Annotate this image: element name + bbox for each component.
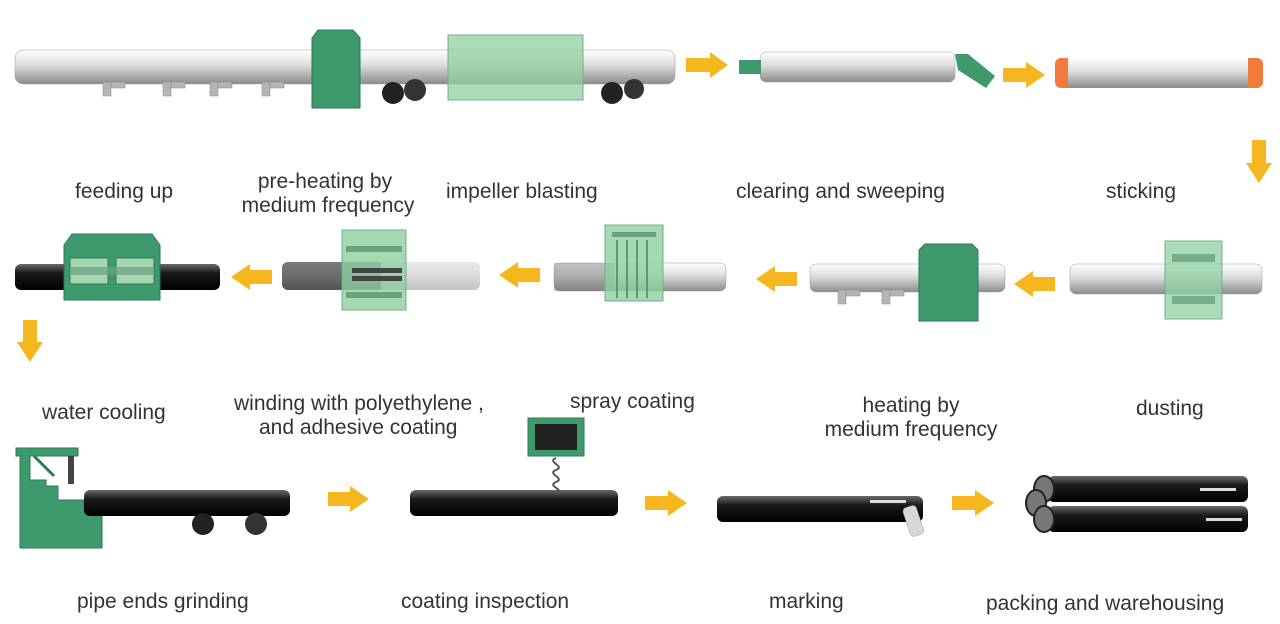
- inspection-station: [410, 417, 618, 516]
- label-winding-1: winding with polyethylene ,: [233, 392, 484, 415]
- label-water-cooling: water cooling: [41, 401, 166, 424]
- label-heating-1: heating by: [863, 394, 960, 417]
- arrow-right-4: [645, 490, 687, 516]
- label-clearing-sweeping: clearing and sweeping: [736, 180, 945, 203]
- arrow-right-2: [1003, 62, 1045, 88]
- arrow-right-3: [328, 486, 369, 512]
- arrow-left-1: [231, 264, 272, 290]
- arrow-left-4: [1014, 271, 1055, 297]
- cooling-station: [15, 233, 220, 301]
- label-marking: marking: [769, 590, 844, 613]
- label-packing-warehousing: packing and warehousing: [986, 592, 1224, 615]
- label-winding-2: and adhesive coating: [259, 416, 458, 439]
- label-preheating-2: medium frequency: [242, 194, 415, 217]
- label-pipe-ends-grinding: pipe ends grinding: [77, 590, 249, 613]
- dusting-station: [1069, 240, 1263, 320]
- sweeping-pipe: [739, 51, 995, 88]
- grinding-station: [15, 447, 290, 549]
- arrow-left-3: [756, 266, 797, 292]
- label-sticking: sticking: [1106, 180, 1176, 203]
- label-spray-coating: spray coating: [570, 390, 695, 413]
- arrow-right-1: [686, 52, 728, 78]
- blasting-machine: [447, 34, 644, 104]
- arrow-left-2: [499, 262, 540, 288]
- marking-station: [717, 496, 924, 537]
- arrow-down-2: [17, 320, 43, 362]
- heating-station: [809, 243, 1006, 322]
- winding-station: [282, 229, 480, 311]
- label-heating-2: medium frequency: [825, 418, 998, 441]
- spray-station: [553, 224, 727, 302]
- label-feeding-up: feeding up: [75, 180, 173, 203]
- arrow-right-5: [952, 490, 994, 516]
- preheating-machine: [311, 29, 426, 109]
- packing-stack: [1025, 475, 1248, 533]
- label-coating-inspection: coating inspection: [401, 590, 569, 613]
- label-preheating-1: pre-heating by: [258, 170, 393, 193]
- sticking-pipe: [1055, 58, 1263, 88]
- label-impeller-blasting: impeller blasting: [446, 180, 598, 203]
- arrow-down-1: [1246, 140, 1272, 183]
- label-dusting: dusting: [1136, 397, 1204, 420]
